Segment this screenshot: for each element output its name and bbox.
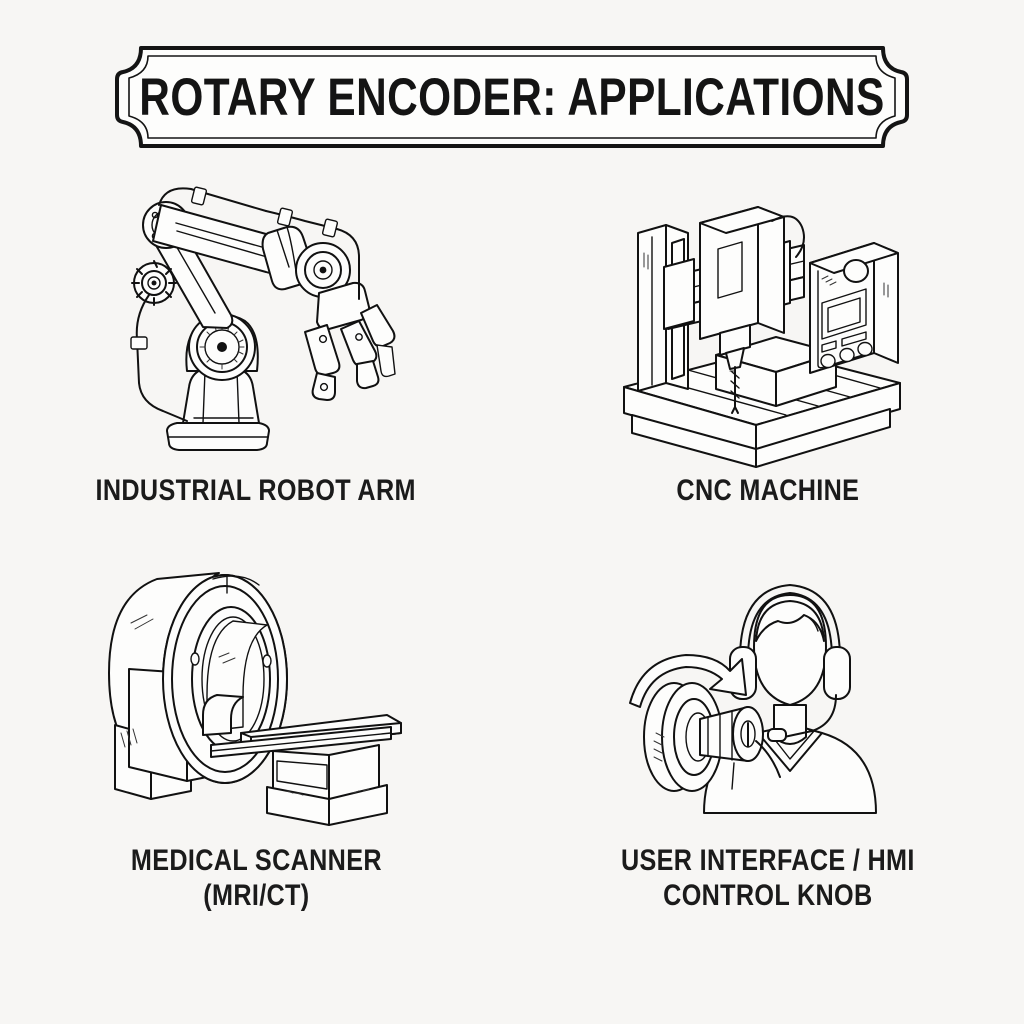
microphone-icon xyxy=(767,728,787,742)
robot-arm-icon xyxy=(130,186,396,451)
indicator-light-icon xyxy=(190,652,200,666)
caption-line-1: CNC MACHINE xyxy=(676,474,860,507)
application-card-industrial-robot-arm: INDUSTRIAL ROBOT ARM xyxy=(0,175,512,545)
cnc-machine-icon xyxy=(623,206,901,468)
caption-line-1: MEDICAL SCANNER xyxy=(130,844,382,877)
caption-line-1: INDUSTRIAL ROBOT ARM xyxy=(95,474,417,507)
application-card-user-interface-hmi: USER INTERFACE / HMI CONTROL KNOB xyxy=(512,545,1024,935)
rotation-arrow-icon xyxy=(629,654,747,708)
caption-line-2: CONTROL KNOB xyxy=(663,879,873,913)
caption-line-1: USER INTERFACE / HMI xyxy=(621,844,915,877)
page-title: ROTARY ENCODER: APPLICATIONS xyxy=(139,67,885,127)
panel-knob-icon xyxy=(843,259,869,283)
title-banner: ROTARY ENCODER: APPLICATIONS xyxy=(115,46,909,148)
hmi-operator-knob-icon xyxy=(629,584,877,814)
gear-icon xyxy=(131,260,177,306)
mri-scanner-icon xyxy=(108,572,402,826)
indicator-light-icon xyxy=(262,654,272,668)
card-caption: USER INTERFACE / HMI CONTROL KNOB xyxy=(621,843,915,914)
cnc-machine-illustration xyxy=(512,175,1024,468)
caption-line-2: (MRI/CT) xyxy=(202,879,310,913)
applications-grid: INDUSTRIAL ROBOT ARM xyxy=(0,175,1024,1005)
medical-scanner-illustration xyxy=(0,545,512,835)
hmi-control-knob-illustration xyxy=(512,545,1024,835)
card-caption: CNC MACHINE xyxy=(677,473,860,508)
headset-earcup-icon xyxy=(823,646,851,700)
banner-frame-icon xyxy=(115,46,909,148)
application-card-cnc-machine: CNC MACHINE xyxy=(512,175,1024,545)
card-caption: INDUSTRIAL ROBOT ARM xyxy=(96,473,416,508)
card-caption: MEDICAL SCANNER (MRI/CT) xyxy=(130,843,381,914)
industrial-robot-arm-illustration xyxy=(0,175,512,465)
application-card-medical-scanner: MEDICAL SCANNER (MRI/CT) xyxy=(0,545,512,935)
